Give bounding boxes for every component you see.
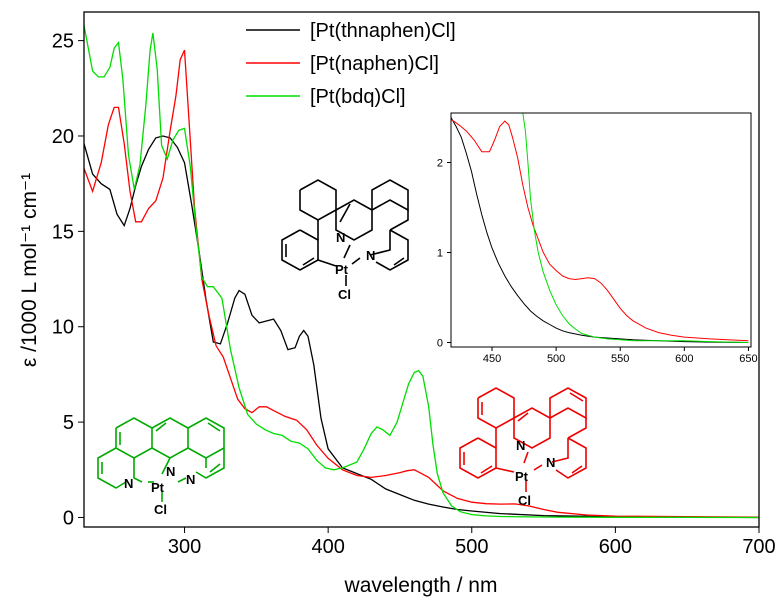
naphen-atom-pt: Pt [515,469,529,484]
naphen-atom-n2: N [546,455,555,470]
inset-x-tick-label: 450 [483,353,501,365]
molecule-naphen [459,387,587,492]
inset-y-tick-label: 1 [437,247,443,259]
inset-axis-ticks: 450 500 550 600 650 0 1 2 [437,157,758,365]
bdq-atom-n3: N [186,472,195,487]
inset-series-lines [451,113,749,343]
thnaphen-atom-pt: Pt [335,262,349,277]
x-axis-label: wavelength / nm [344,574,498,597]
naphen-atom-cl: Cl [518,493,531,508]
main-series-0-line [84,135,759,519]
main-series-lines [84,25,759,519]
main-x-tick-label: 400 [311,536,344,558]
molecule-bdq [97,417,225,502]
inset-series-0-line [451,117,749,343]
inset-plot-frame [450,112,752,348]
inset-y-tick-label: 2 [437,157,443,169]
bdq-atom-pt: Pt [151,480,165,495]
inset-x-tick-label: 500 [547,353,565,365]
main-y-tick-label: 10 [52,317,74,339]
thnaphen-atom-n1: N [336,230,345,245]
main-series-1-line [84,49,759,518]
main-x-tick-label: 300 [168,536,201,558]
inset-series-1-line [451,118,749,342]
naphen-atom-n1: N [516,438,525,453]
legend-label-2: [Pt(bdq)Cl] [310,86,406,108]
bdq-atom-n2: N [166,464,175,479]
thnaphen-atom-n2: N [366,248,375,263]
main-plot-frame [83,11,760,528]
inset-plot: 450 500 550 600 650 0 1 2 [437,112,758,365]
main-x-tick-label: 500 [455,536,488,558]
main-y-tick-label: 25 [52,31,74,53]
legend: [Pt(thnaphen)Cl] [Pt(naphen)Cl] [Pt(bdq)Cl… [246,20,456,108]
legend-label-1: [Pt(naphen)Cl] [310,53,439,75]
main-y-tick-label: 5 [63,412,74,434]
bdq-atom-n1: N [124,476,133,491]
main-x-tick-label: 700 [742,536,775,558]
main-y-tick-label: 0 [63,507,74,529]
main-series-2-line [84,25,759,519]
main-x-tick-label: 600 [599,536,632,558]
y-axis-label: ε /1000 L mol⁻¹ cm⁻¹ [18,173,41,367]
legend-label-0: [Pt(thnaphen)Cl] [310,20,456,42]
thnaphen-atom-cl: Cl [338,287,351,302]
inset-series-2-line [522,113,749,343]
main-y-tick-label: 20 [52,126,74,148]
inset-x-tick-label: 550 [611,353,629,365]
main-y-tick-label: 15 [52,221,74,243]
inset-x-tick-label: 600 [675,353,693,365]
inset-x-tick-label: 650 [739,353,757,365]
molecule-thnaphen [281,179,409,286]
inset-y-tick-label: 0 [437,337,443,349]
bdq-atom-cl: Cl [154,502,167,517]
